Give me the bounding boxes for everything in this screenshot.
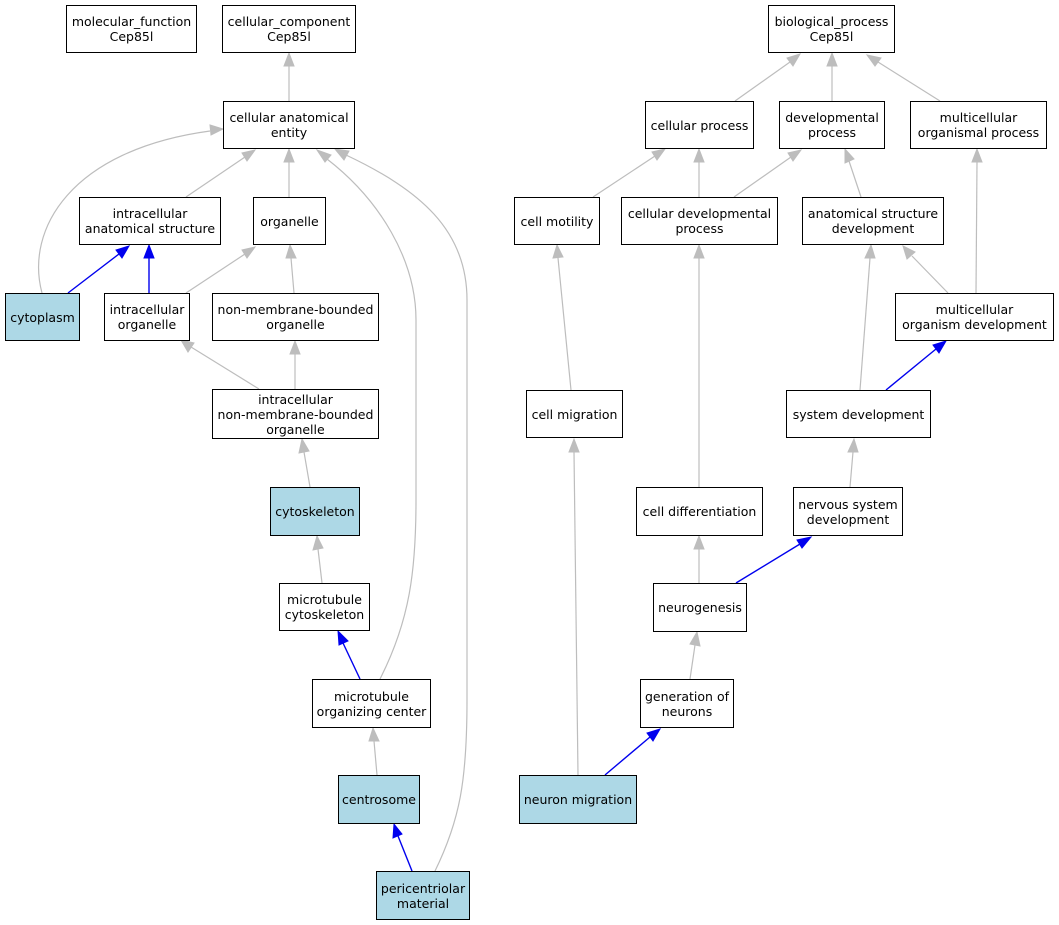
edge-cytoskeleton-to-inmbo [298, 437, 311, 488]
edge-ng-to-nsd [735, 536, 813, 584]
edge-centrosome-to-mtoc [368, 726, 380, 776]
node-cellular-component-root[interactable]: cellular_component Cep85l [222, 5, 356, 53]
edge-io-to-ias [143, 243, 155, 293]
node-multicellular-organismal-process[interactable]: multicellular organismal process [910, 101, 1047, 149]
edge-mop-to-bp_root [865, 54, 941, 102]
edge-cd-to-cdp [693, 243, 705, 487]
edge-inmbo-to-nmbo [289, 339, 301, 389]
edge-nsd-to-sd [847, 437, 859, 488]
node-cellular-process[interactable]: cellular process [645, 101, 754, 149]
edge-mtoc-to-mtc [337, 629, 361, 680]
node-cytoskeleton[interactable]: cytoskeleton [270, 487, 360, 536]
node-molecular-function-root[interactable]: molecular_function Cep85l [66, 5, 197, 53]
node-microtubule-cytoskeleton[interactable]: microtubule cytoskeleton [279, 583, 370, 631]
edge-organelle-to-cae [283, 147, 295, 197]
node-cell-differentiation[interactable]: cell differentiation [636, 487, 763, 536]
edge-cdp-to-dp [733, 149, 803, 198]
edge-pcm-to-cae [333, 148, 468, 872]
node-cell-motility[interactable]: cell motility [514, 197, 600, 245]
node-cellular-anatomical-entity[interactable]: cellular anatomical entity [223, 101, 355, 149]
edge-io-to-organelle [185, 246, 257, 294]
node-multicellular-organism-development[interactable]: multicellular organism development [895, 293, 1054, 341]
edge-pcm-to-centrosome [392, 822, 413, 872]
edge-cm-to-cp [592, 148, 667, 198]
edge-mtoc-to-cae [315, 149, 417, 680]
edge-ng-to-cd [693, 534, 705, 583]
node-microtubule-organizing-center[interactable]: microtubule organizing center [312, 679, 431, 728]
node-pericentriolar-material[interactable]: pericentriolar material [376, 871, 470, 920]
edge-cdp-to-cp [693, 147, 705, 197]
node-cell-migration[interactable]: cell migration [526, 390, 623, 438]
edge-cytoplasm-to-ias [67, 245, 131, 294]
edge-dp-to-bp_root [826, 51, 838, 101]
edge-gon-to-ng [689, 630, 701, 680]
edge-cae-to-cc_root [283, 51, 295, 101]
edge-asd-to-dp [844, 147, 862, 198]
node-intracellular-non-membrane-bounded-organelle[interactable]: intracellular non-membrane-bounded organ… [212, 389, 379, 439]
node-system-development[interactable]: system development [786, 390, 931, 438]
edge-nm-to-gon [604, 728, 662, 776]
edge-cytoplasm-to-cae [38, 124, 225, 294]
node-neurogenesis[interactable]: neurogenesis [653, 583, 747, 632]
edge-ias-to-cae [185, 149, 257, 198]
node-generation-of-neurons[interactable]: generation of neurons [640, 679, 734, 728]
node-cytoplasm[interactable]: cytoplasm [5, 293, 80, 341]
node-centrosome[interactable]: centrosome [338, 775, 420, 824]
node-anatomical-structure-development[interactable]: anatomical structure development [802, 197, 944, 245]
node-developmental-process[interactable]: developmental process [779, 101, 885, 149]
edge-sd-to-mod [885, 340, 948, 391]
node-organelle[interactable]: organelle [253, 197, 326, 245]
edge-nm-to-cmig [568, 437, 580, 776]
edge-inmbo-to-io [179, 339, 260, 390]
node-non-membrane-bounded-organelle[interactable]: non-membrane-bounded organelle [212, 293, 379, 341]
node-intracellular-organelle[interactable]: intracellular organelle [104, 293, 190, 341]
node-biological-process-root[interactable]: biological_process Cep85l [768, 5, 895, 53]
edge-sd-to-asd [859, 243, 876, 391]
node-intracellular-anatomical-structure[interactable]: intracellular anatomical structure [79, 197, 221, 245]
edge-mtc-to-cytoskeleton [312, 534, 324, 584]
node-neuron-migration[interactable]: neuron migration [519, 775, 637, 824]
edge-cmig-to-cm [552, 243, 572, 391]
node-cellular-developmental-process[interactable]: cellular developmental process [621, 197, 778, 245]
node-nervous-system-development[interactable]: nervous system development [793, 487, 903, 536]
edge-mod-to-mop [971, 147, 983, 294]
edge-nmbo-to-organelle [285, 243, 297, 294]
edge-cp-to-bp_root [734, 53, 802, 102]
edge-mod-to-asd [902, 245, 949, 294]
